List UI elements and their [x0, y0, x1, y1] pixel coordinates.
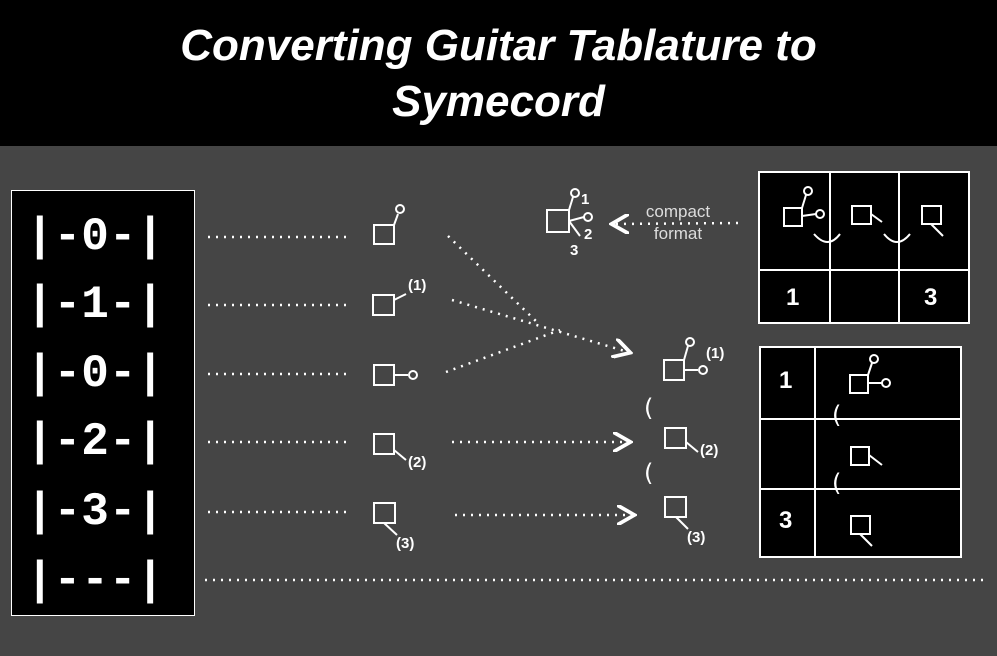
- symbol-open-string-2: [373, 364, 418, 386]
- dotted-arrow-to-merged: [451, 298, 628, 352]
- vertical-chord-table: [759, 346, 962, 558]
- vtable-tie-2: (: [832, 469, 842, 497]
- compact-label-2: 2: [584, 226, 593, 243]
- page-title: Converting Guitar Tablature to Symecord: [0, 18, 997, 130]
- compact-format-line-1: compact: [645, 202, 711, 221]
- symbol-fret-3: [373, 502, 398, 536]
- symbol-label-1: (1): [408, 277, 427, 294]
- tablature-box: [11, 190, 195, 616]
- title-line-2: Symecord: [392, 77, 605, 126]
- tab-line-2: |-1-|: [26, 279, 165, 331]
- merged-symbol-2: [664, 427, 699, 453]
- vtable-cell-3: 3: [779, 507, 793, 534]
- dotted-link-a: [447, 235, 541, 326]
- title-banner: [0, 0, 997, 146]
- merged-symbol-1: [663, 337, 708, 381]
- tab-line-6: |---|: [26, 555, 165, 607]
- compact-format-line-2: format: [653, 224, 703, 243]
- compact-format-label: compact format: [630, 201, 726, 245]
- tab-line-5: |-3-|: [26, 486, 165, 538]
- symbol-label-2: (2): [408, 454, 427, 471]
- compact-label-1: 1: [581, 191, 590, 208]
- tab-line-3: |-0-|: [26, 348, 165, 400]
- merged-symbol-3: [664, 496, 689, 530]
- title-line-1: Converting Guitar Tablature to: [180, 21, 817, 70]
- htable-cell-1: 1: [786, 284, 800, 311]
- dotted-link-b: [445, 328, 561, 374]
- merged-label-3: (3): [687, 529, 706, 546]
- vtable-tie-1: (: [832, 401, 842, 429]
- compact-label-3: 3: [570, 242, 579, 259]
- merged-label-2: (2): [700, 442, 719, 459]
- tab-line-4: |-2-|: [26, 416, 165, 468]
- symbol-fret-2: [373, 433, 407, 461]
- tie-paren-1: (: [644, 394, 654, 422]
- tie-paren-2: (: [644, 459, 654, 487]
- vtable-cell-1: 1: [779, 367, 793, 394]
- compact-chord-icon: [546, 188, 593, 237]
- symbol-label-3: (3): [396, 535, 415, 552]
- merged-label-1: (1): [706, 345, 725, 362]
- symbol-fret-1: [372, 293, 407, 316]
- symbol-open-string: [373, 204, 405, 245]
- tab-line-1: |-0-|: [26, 211, 165, 263]
- horizontal-chord-table: [758, 171, 970, 324]
- htable-cell-3: 3: [924, 284, 938, 311]
